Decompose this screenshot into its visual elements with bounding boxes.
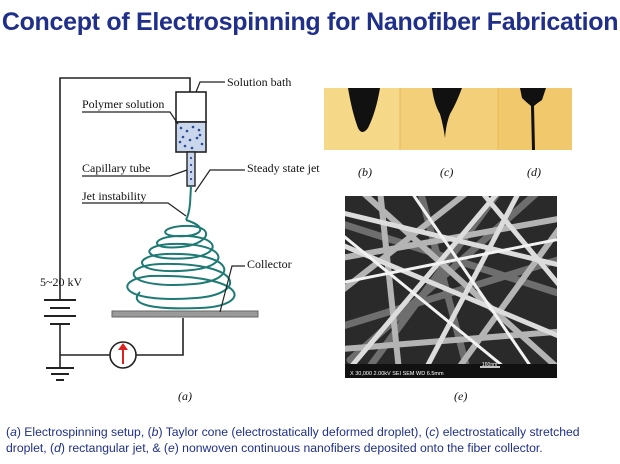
meter-wire xyxy=(136,318,184,356)
steady-state-jet-line xyxy=(185,185,192,221)
high-voltage-wire xyxy=(59,77,191,300)
sem-scalebar-label: 160nm xyxy=(482,362,497,368)
ammeter-icon xyxy=(109,341,137,369)
caption-c-text: electrostatically stretched droplet, xyxy=(6,425,580,455)
panel-label-d: (d) xyxy=(527,165,541,179)
caption-a-letter: a xyxy=(10,425,17,439)
setup-panel xyxy=(44,77,259,381)
caption-b-text: Taylor cone (electrostatically deformed … xyxy=(165,425,422,439)
setup-labels: Solution bath Polymer solution Capillary… xyxy=(40,75,320,403)
electrospinning-diagram: Solution bath Polymer solution Capillary… xyxy=(40,75,572,403)
taylor-cone-photos: (b) (c) (d) xyxy=(324,88,572,179)
sem-info-bar: X 30,000 2.00kV SEI SEM WD 6.5mm xyxy=(350,371,444,377)
caption-d-text: rectangular jet, & xyxy=(68,441,161,455)
taylor-cone-b xyxy=(348,88,380,132)
label-solution-bath: Solution bath xyxy=(227,75,291,89)
caption-c-letter: c xyxy=(429,425,436,439)
label-polymer-solution: Polymer solution xyxy=(82,97,164,111)
caption-b-letter: b xyxy=(151,425,159,439)
label-collector: Collector xyxy=(247,257,292,271)
caption-e-letter: e xyxy=(167,441,175,455)
label-leaders xyxy=(82,81,245,313)
caption-d-letter: d xyxy=(54,441,61,455)
label-voltage: 5~20 kV xyxy=(40,275,82,289)
collector-plate xyxy=(111,310,259,318)
panel-label-b: (b) xyxy=(358,165,372,179)
jet xyxy=(126,185,236,310)
panel-label-e: (e) xyxy=(454,389,467,403)
panel-label-c: (c) xyxy=(440,165,453,179)
label-steady-state-jet: Steady state jet xyxy=(247,161,320,175)
caption-e-text: nonwoven continuous nanofibers deposited… xyxy=(182,441,543,455)
caption-a-text: Electrospinning setup, xyxy=(24,425,145,439)
page-title: Concept of Electrospinning for Nanofiber… xyxy=(1,8,619,36)
label-capillary-tube: Capillary tube xyxy=(82,161,150,175)
taylor-cone-d xyxy=(520,88,546,150)
sem-image: 160nm X 30,000 2.00kV SEI SEM WD 6.5mm (… xyxy=(345,196,557,403)
figure-caption: (a) Electrospinning setup, (b) Taylor co… xyxy=(6,425,580,455)
panel-label-a: (a) xyxy=(178,389,192,403)
label-jet-instability: Jet instability xyxy=(82,189,146,203)
whipping-spiral xyxy=(126,219,236,310)
taylor-cone-c xyxy=(432,88,462,138)
syringe xyxy=(175,91,207,187)
